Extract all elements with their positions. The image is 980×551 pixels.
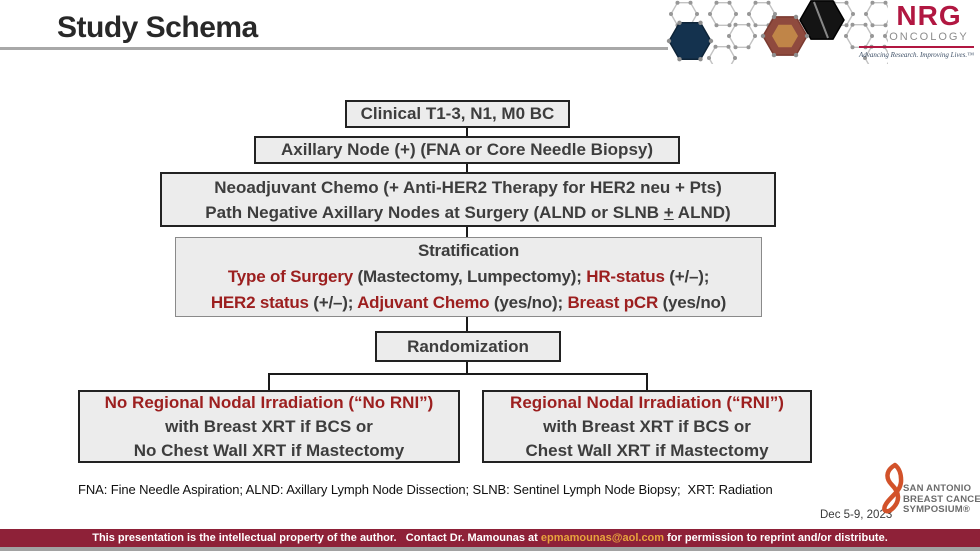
nrg-oncology-logo: NRG ONCOLOGY [884, 0, 974, 44]
flow-box-neoadjuvant-chemo: Neoadjuvant Chemo (+ Anti-HER2 Therapy f… [160, 172, 776, 227]
copyright-footer-bar: This presentation is the intellectual pr… [0, 529, 980, 547]
sabcs-logo: SAN ANTONIO BREAST CANCER SYMPOSIUM® [878, 462, 980, 524]
nrg-tagline: Advancing Research. Improving Lives.™ [858, 46, 974, 59]
flow-box-line: Randomization [407, 336, 529, 356]
flow-box-line: Stratification [417, 241, 520, 260]
footer-text-before: This presentation is the intellectual pr… [92, 532, 541, 544]
flow-box-line: Neoadjuvant Chemo (+ Anti-HER2 Therapy f… [214, 177, 722, 197]
flow-box-rni-arm: Regional Nodal Irradiation (“RNI”) with B… [482, 390, 812, 463]
sabcs-logo-text: SAN ANTONIO BREAST CANCER SYMPOSIUM® [903, 483, 980, 516]
bottom-edge-strip [0, 547, 980, 551]
flow-box-line: Path Negative Axillary Nodes at Surgery … [205, 202, 731, 222]
sabcs-line-1: SAN ANTONIO [903, 483, 972, 494]
flow-box-line: with Breast XRT if BCS or [165, 416, 373, 436]
contact-email-link[interactable]: epmamounas@aol.com [540, 532, 665, 544]
sabcs-ribbon-icon [882, 462, 904, 514]
molecule-hexagon-pattern-icon [666, 0, 888, 64]
flow-box-line: HER2 status (+/–); Adjuvant Chemo (yes/n… [210, 293, 727, 312]
flow-box-line: with Breast XRT if BCS or [543, 416, 751, 436]
conference-date: Dec 5-9, 2023 [820, 509, 893, 521]
flow-box-no-rni-arm: No Regional Nodal Irradiation (“No RNI”)… [78, 390, 460, 463]
flow-box-axillary-node: Axillary Node (+) (FNA or Core Needle Bi… [254, 136, 680, 164]
flow-box-line: Clinical T1-3, N1, M0 BC [360, 104, 555, 123]
sabcs-line-3: SYMPOSIUM® [903, 504, 971, 515]
flow-box-line: Type of Surgery (Mastectomy, Lumpectomy)… [227, 267, 710, 286]
nrg-logo-division: ONCOLOGY [889, 31, 969, 43]
flow-box-randomization: Randomization [375, 331, 561, 362]
nrg-logo-name: NRG [896, 0, 962, 31]
flow-box-line: Axillary Node (+) (FNA or Core Needle Bi… [280, 140, 654, 159]
abbreviations-footnote: FNA: Fine Needle Aspiration; ALND: Axill… [78, 482, 773, 497]
flow-box-clinical-stage: Clinical T1-3, N1, M0 BC [345, 100, 570, 128]
flow-box-line: Chest Wall XRT if Mastectomy [525, 440, 769, 460]
flow-box-line: No Chest Wall XRT if Mastectomy [133, 440, 405, 460]
footer-text-after: for permission to reprint and/or distrib… [664, 532, 888, 544]
flow-box-line: No Regional Nodal Irradiation (“No RNI”) [104, 392, 434, 412]
page-title: Study Schema [57, 11, 258, 44]
sabcs-line-2: BREAST CANCER [903, 493, 980, 505]
flow-box-line: Regional Nodal Irradiation (“RNI”) [510, 392, 784, 412]
header-divider [0, 47, 668, 50]
